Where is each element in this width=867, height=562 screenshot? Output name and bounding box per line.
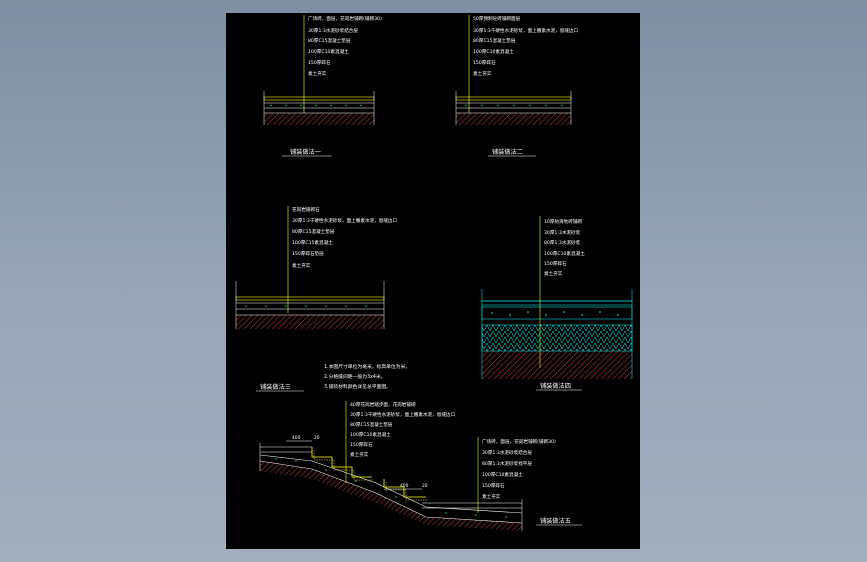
detail-two-title: 铺装做法二	[492, 148, 523, 156]
detail-four-soil-hatch	[482, 351, 632, 379]
detail-five-soil-hatch	[260, 461, 522, 531]
detail-three-stone-layer	[235, 296, 385, 301]
detail-two-soil-hatch	[456, 113, 571, 125]
detail-three-soil-hatch	[236, 315, 384, 329]
detail-five-label-right-2: 30厚1:3水泥砂浆结合层	[482, 449, 532, 456]
detail-four-label-3: 80厚1:3水泥砂浆	[544, 239, 581, 246]
detail-three-label-5: 150厚碎石垫层	[292, 250, 324, 257]
drawing-sheet: 广场砖，面层，花岗岩铺砌(铺砌30) 30厚1:3水泥砂浆结合层 80厚C15混…	[226, 13, 640, 549]
detail-one-label-1: 广场砖，面层，花岗岩铺砌(铺砌30)	[308, 15, 382, 22]
detail-four-label-4: 100厚C10素混凝土	[544, 250, 585, 257]
note-1: 1.本图尺寸单位为毫米，标高单位为米。	[324, 363, 410, 370]
detail-one: 广场砖，面层，花岗岩铺砌(铺砌30) 30厚1:3水泥砂浆结合层 80厚C15混…	[263, 15, 382, 157]
detail-one-label-4: 100厚C10素混凝土	[308, 48, 349, 55]
detail-three-title: 铺装做法三	[260, 383, 291, 391]
detail-five-label-left-1: 40厚花岗岩踏步面，花岗岩铺砌	[350, 401, 416, 408]
detail-five-label-left-4: 100厚C10素混凝土	[350, 431, 391, 438]
detail-five-label-right-5: 150厚碎石	[482, 482, 505, 489]
detail-two: 50厚预制砼砖铺砌面层 30厚1:3干硬性水泥砂浆，面上撒素水泥，留缝边口 80…	[455, 15, 579, 157]
detail-two-aggregate	[465, 104, 563, 107]
detail-five-aggregate	[275, 458, 507, 518]
detail-five-dim-1: 400	[292, 435, 301, 441]
detail-five-label-left-3: 80厚C15混凝土垫层	[350, 421, 393, 428]
detail-three-label-6: 素土夯实	[292, 262, 311, 269]
detail-four: 10厚防滑地砖铺砌 30厚1:3水泥砂浆 80厚1:3水泥砂浆 100厚C10素…	[481, 216, 633, 391]
detail-four-aggregate	[491, 311, 619, 316]
detail-five-dim-2: 20	[314, 435, 320, 441]
detail-two-label-3: 80厚C15混凝土垫层	[473, 37, 516, 44]
detail-two-label-2: 30厚1:3干硬性水泥砂浆，面上撒素水泥，留缝边口	[473, 27, 579, 34]
detail-one-label-5: 150厚碎石	[308, 59, 331, 66]
detail-five-label-right-3: 80厚1:3水泥砂浆找平层	[482, 460, 532, 467]
detail-one-soil-hatch	[264, 113, 374, 125]
detail-three-label-3: 80厚C15混凝土垫层	[292, 228, 335, 235]
detail-four-label-2: 30厚1:3水泥砂浆	[544, 229, 581, 236]
detail-three-label-1: 花岗岩铺砌石	[292, 206, 320, 213]
cad-drawing: 广场砖，面层，花岗岩铺砌(铺砌30) 30厚1:3水泥砂浆结合层 80厚C15混…	[235, 15, 633, 531]
detail-three-label-4: 100厚C15素混凝土	[292, 239, 333, 246]
detail-two-label-6: 素土夯实	[473, 70, 492, 77]
detail-five: 40厚花岗岩踏步面，花岗岩铺砌 30厚1:3干硬性水泥砂浆，面上撒素水泥，留缝边…	[259, 401, 582, 531]
detail-four-label-1: 10厚防滑地砖铺砌	[544, 218, 582, 225]
detail-five-slab-top	[259, 454, 523, 514]
detail-one-aggregate	[270, 104, 362, 107]
detail-one-stone-layer	[263, 96, 375, 101]
detail-five-label-right-1: 广场砖，面层，花岗岩铺砌(铺砌30)	[482, 438, 556, 445]
detail-five-label-left-6: 素土夯实	[350, 451, 369, 458]
detail-four-label-5: 150厚碎石	[544, 260, 567, 267]
detail-five-stair-profile-lower	[383, 479, 426, 498]
detail-three-label-2: 30厚1:3干硬性水泥砂浆，面上撒素水泥，留缝边口	[292, 217, 398, 224]
detail-five-label-left-5: 150厚碎石	[350, 441, 373, 448]
note-3: 3.铺装材料颜色详见总平面图。	[324, 383, 391, 390]
detail-three: 花岗岩铺砌石 30厚1:3干硬性水泥砂浆，面上撒素水泥，留缝边口 80厚C15混…	[235, 206, 398, 392]
detail-five-stair-nosing-upper	[313, 450, 374, 481]
detail-five-label-right-6: 素土夯实	[482, 493, 501, 500]
note-2: 2.分格缝间距一般为3x4米。	[324, 373, 386, 380]
detail-three-aggregate	[245, 305, 367, 307]
detail-five-stair-profile-upper	[311, 447, 372, 478]
detail-four-label-6: 素土夯实	[544, 270, 563, 277]
detail-two-label-4: 100厚C10素混凝土	[473, 48, 514, 55]
detail-two-stone-layer	[455, 96, 572, 101]
detail-four-gravel-hatch	[481, 324, 633, 352]
detail-two-label-5: 150厚碎石	[473, 59, 496, 66]
detail-two-label-1: 50厚预制砼砖铺砌面层	[473, 15, 521, 22]
detail-five-dim-4: 20	[422, 483, 428, 489]
general-notes: 1.本图尺寸单位为毫米，标高单位为米。 2.分格缝间距一般为3x4米。 3.铺装…	[324, 363, 410, 390]
detail-five-stair-nosing-lower	[385, 482, 428, 501]
detail-five-label-right-4: 100厚C10素混凝土	[482, 471, 523, 478]
detail-five-dim-3: 400	[400, 483, 409, 489]
detail-one-label-3: 80厚C15混凝土垫层	[308, 37, 351, 44]
detail-one-label-6: 素土夯实	[308, 70, 327, 77]
detail-five-title: 铺装做法五	[540, 517, 571, 525]
detail-one-title: 铺装做法一	[290, 148, 321, 156]
detail-five-label-left-2: 30厚1:3干硬性水泥砂浆，面上撒素水泥，留缝边口	[350, 411, 456, 418]
detail-four-mortar-layer	[481, 306, 633, 320]
detail-four-title: 铺装做法四	[540, 382, 571, 390]
detail-one-label-2: 30厚1:3水泥砂浆结合层	[308, 27, 358, 34]
